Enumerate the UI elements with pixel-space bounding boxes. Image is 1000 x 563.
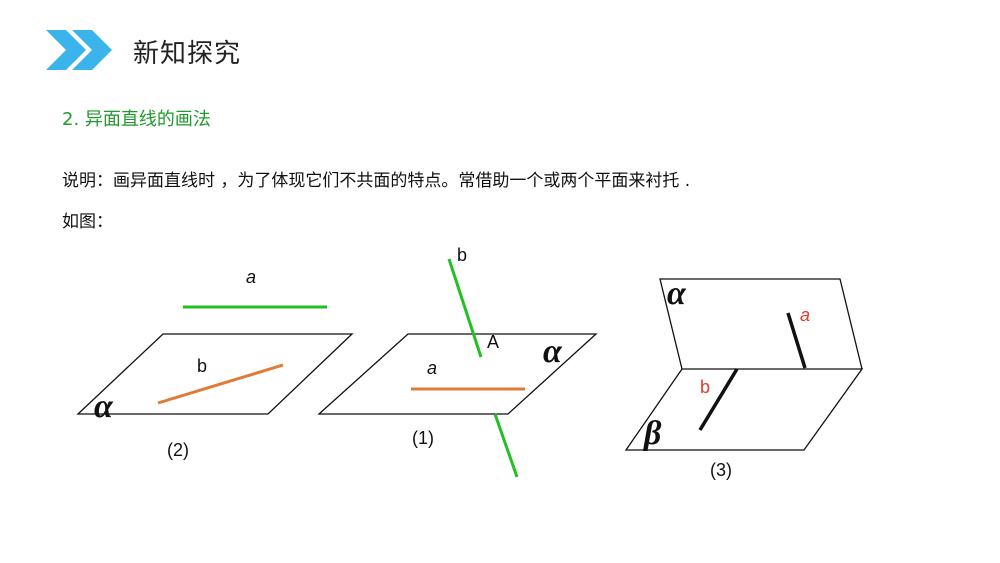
label-a-fig3: a (800, 305, 810, 325)
line-b-lower-fig1 (493, 413, 519, 478)
label-b-fig3: b (700, 377, 710, 397)
figure-2: a b α (2) (76, 267, 354, 460)
figure-1: b A a α (1) (317, 245, 598, 478)
label-b-fig2: b (197, 356, 207, 376)
label-alpha-fig1: α (543, 333, 563, 370)
caption-fig1: (1) (412, 428, 434, 448)
caption-fig3: (3) (710, 460, 732, 480)
line-a-fig3 (786, 312, 807, 369)
label-beta-fig3: β (642, 415, 662, 452)
line-b-fig3 (698, 368, 739, 431)
line-b-upper-fig1 (447, 258, 483, 358)
label-alpha-fig2: α (94, 388, 114, 425)
plane-alpha-fig1 (317, 333, 598, 415)
page-title: 新知探究 (133, 39, 242, 69)
caption-fig2: (2) (167, 440, 189, 460)
label-a-fig1: a (427, 358, 437, 378)
plane-beta-fig3 (624, 368, 864, 451)
plane-alpha-fig2 (76, 333, 354, 415)
label-alpha-fig3: α (667, 275, 687, 312)
plane-alpha-fig3 (659, 278, 863, 370)
label-point-a-fig1: A (487, 332, 499, 352)
explanation-figure-intro: 如图： (62, 212, 113, 232)
label-b-fig1: b (457, 245, 467, 265)
explanation-text: 说明：画异面直线时 ，为了体现它们不共面的特点。常借助一个或两个平面来衬托 . (62, 171, 691, 191)
figure-3: α β a b (3) (624, 275, 864, 480)
double-chevron-right-icon (46, 30, 112, 70)
section-title: 2. 异面直线的画法 (62, 109, 211, 130)
label-a-fig2: a (246, 267, 256, 287)
line-b-fig2 (157, 363, 284, 405)
